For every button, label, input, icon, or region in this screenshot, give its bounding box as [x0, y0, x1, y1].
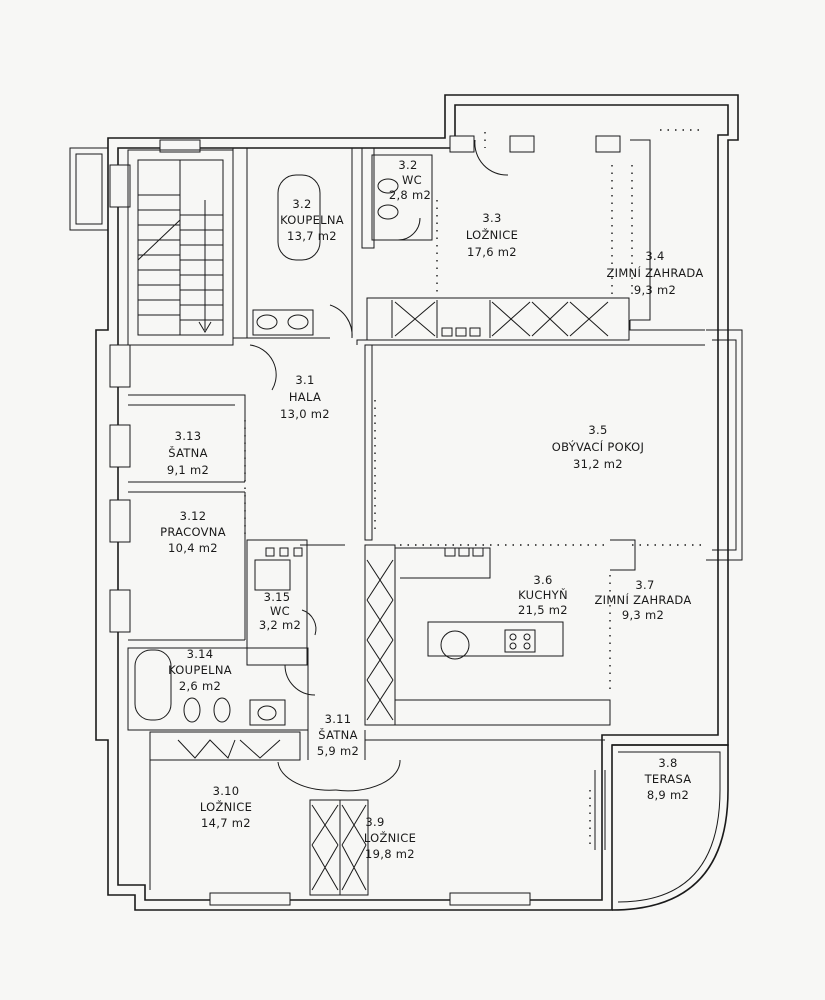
outer-walls: [69, 94, 743, 911]
staircase: [137, 160, 223, 335]
internal-walls: [127, 139, 705, 896]
terrace-outline: [611, 744, 729, 911]
dotted-boundaries: [244, 129, 705, 850]
left-windows: [109, 164, 131, 633]
